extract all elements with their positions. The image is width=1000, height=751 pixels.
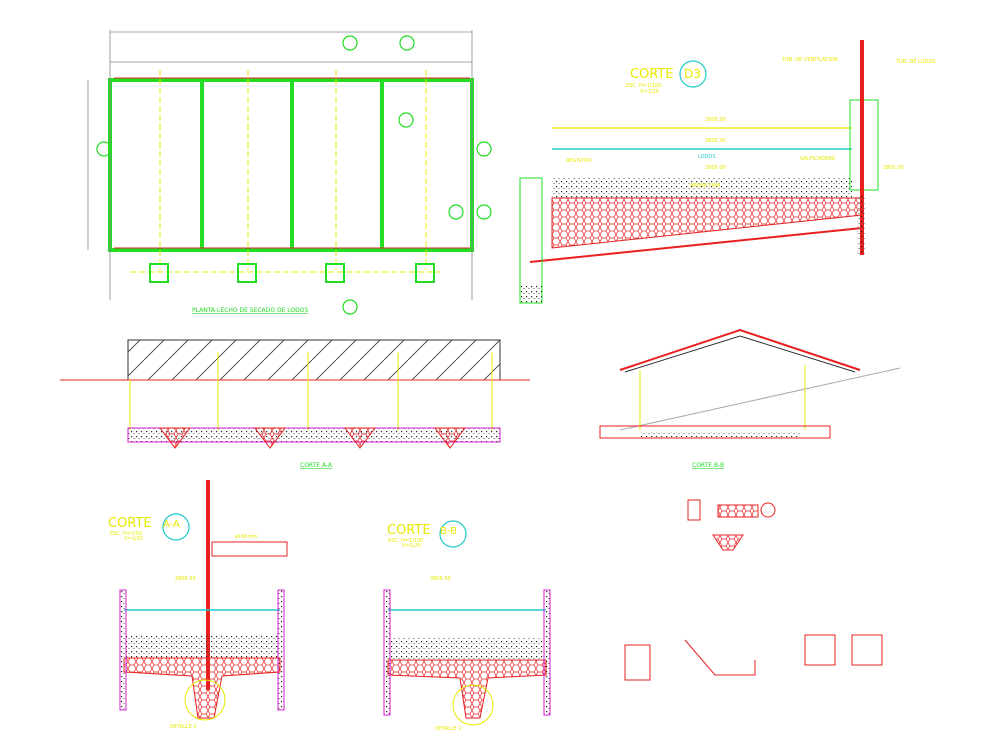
section-d3: CORTE D3 ESC. H=1/100 V=1/20 TUB. DE VEN… <box>519 40 935 304</box>
level-sand: 2805.00 <box>705 165 726 171</box>
section-aa-id: A-A <box>163 519 180 530</box>
level-top: 2805.50 <box>705 117 726 123</box>
plan-title: PLANTA-LECHO DE SECADO DE LODOS <box>192 307 308 314</box>
section-aa: CORTE A-A ESC. H=1/50 V=1/20 ø160mm 2805… <box>108 480 288 730</box>
level-water: 2805.30 <box>705 138 726 144</box>
section-d3-scale-h: ESC. H=1/100 <box>626 83 661 89</box>
section-aa-label: CORTE <box>108 516 152 531</box>
section-bb-detail: DETALLE 1 <box>435 726 462 732</box>
pipe-diameter: ø160mm <box>235 534 257 540</box>
splash-label: SALPICADERO <box>800 156 835 162</box>
long-section: CORTE A-A <box>60 339 530 469</box>
roof-section-title: CORTE B-B <box>692 462 724 469</box>
sludge-pipe-label: TUB. DE LODOS <box>895 59 935 65</box>
section-bb-level: 2805.50 <box>430 576 451 582</box>
section-bb: CORTE B-B ESC. H=1/100 V=1/20 2805.50 DE… <box>383 520 551 732</box>
sludge-label: LODOS <box>698 154 716 160</box>
section-d3-id: D3 <box>684 67 701 81</box>
section-aa-level: 2805.50 <box>175 576 196 582</box>
long-section-title: CORTE A-A <box>300 462 333 469</box>
ventilation-label: TUB. DE VENTILACION <box>781 57 838 63</box>
plan-view: PLANTA-LECHO DE SECADO DE LODOS <box>87 30 492 315</box>
section-aa-scale-v: V=1/20 <box>124 536 143 542</box>
roof-section: CORTE B-B <box>599 328 901 469</box>
section-aa-detail: DETALLE 1 <box>170 724 197 730</box>
section-bb-label: CORTE <box>387 523 431 538</box>
section-d3-scale-v: V=1/20 <box>640 89 659 95</box>
register-label: REGISTRO <box>566 158 592 164</box>
section-d3-label: CORTE <box>630 67 674 82</box>
section-bb-id: B-B <box>440 526 457 537</box>
section-aa-scale-h: ESC. H=1/50 <box>110 531 142 537</box>
sand-label: ARENA FINA <box>690 183 721 189</box>
details <box>624 499 883 681</box>
level-out: 2805.00 <box>883 165 904 171</box>
section-bb-scale-v: V=1/20 <box>402 543 421 549</box>
section-bb-scale-h: ESC. H=1/100 <box>388 538 423 544</box>
